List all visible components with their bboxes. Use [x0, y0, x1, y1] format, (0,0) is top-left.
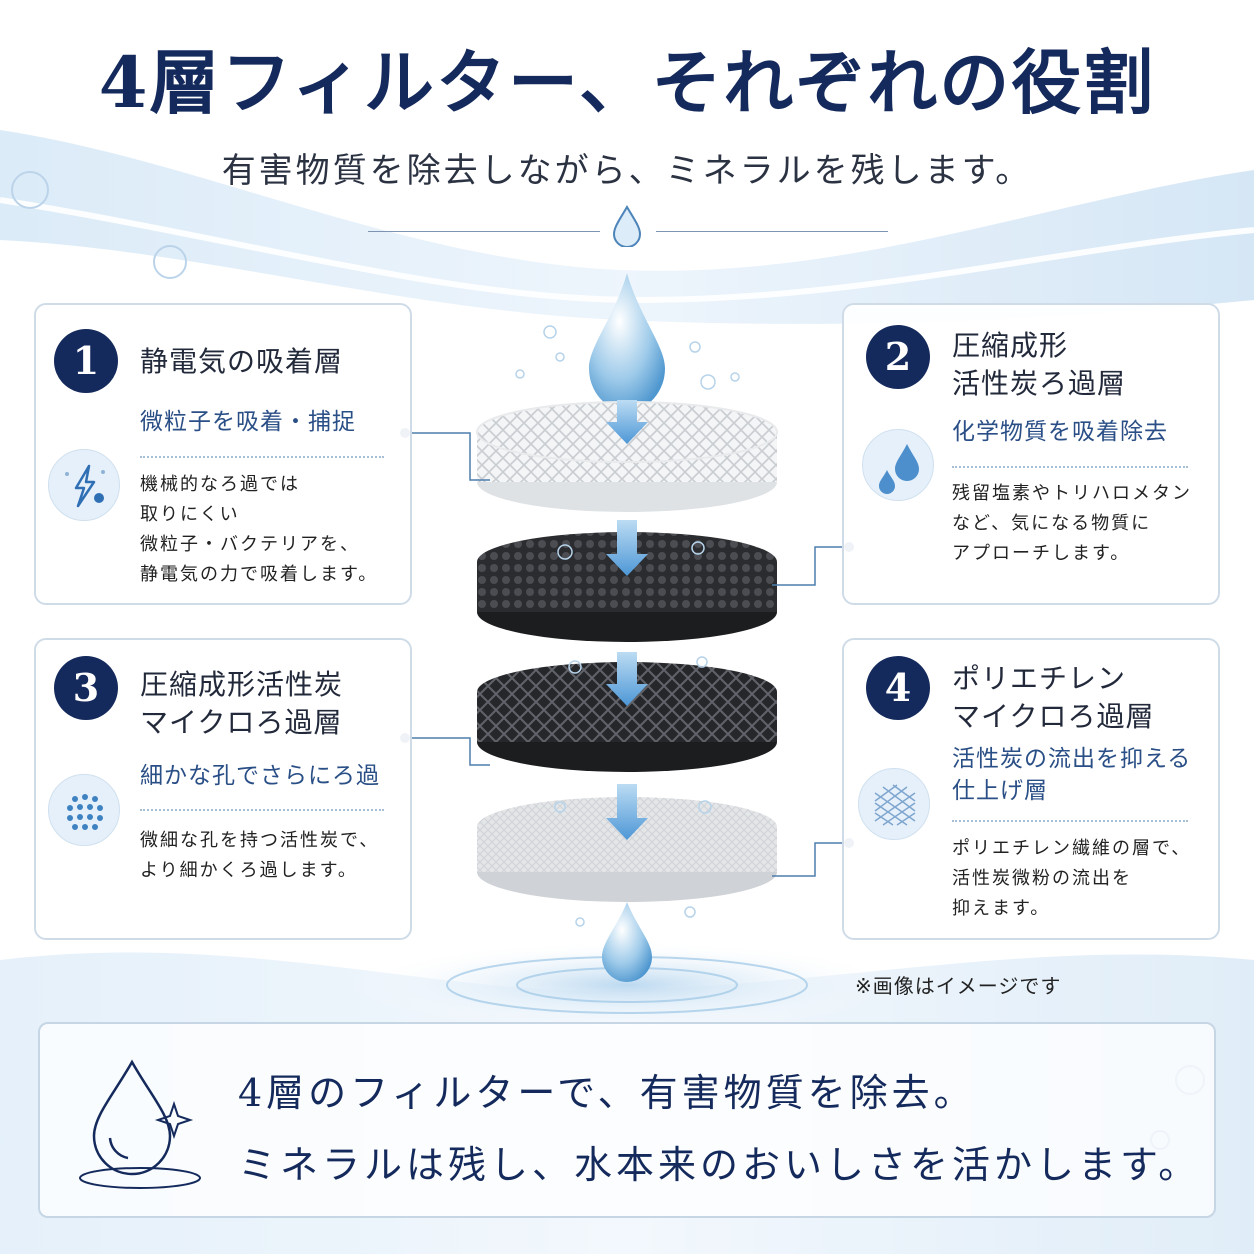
description-line: 取りにくい	[140, 504, 240, 525]
layer-number-badge: 4	[866, 656, 930, 720]
filter-stack-illustration	[476, 273, 778, 982]
layer-number-badge: 3	[54, 656, 118, 720]
title-line: 活性炭ろ過層	[952, 367, 1127, 400]
subtitle-line: 活性炭の流出を抑える	[952, 746, 1192, 772]
layer-number-badge: 2	[866, 325, 930, 389]
layer-description: ポリエチレン繊維の層で、 活性炭微粉の流出を 抑えます。	[952, 834, 1191, 924]
water-drops-icon	[862, 429, 934, 501]
subtitle-line: 仕上げ層	[952, 778, 1048, 804]
layer-description: 残留塩素やトリハロメタン など、気になる物質に アプローチします。	[952, 479, 1192, 569]
water-drop-sparkle-icon	[79, 1059, 201, 1189]
layer-subtitle: 化学物質を吸着除去	[952, 419, 1168, 445]
description-line: 静電気の力で吸着します。	[140, 564, 379, 585]
layer-number-badge: 1	[54, 329, 118, 393]
dotted-divider	[140, 456, 384, 458]
layer-description: 微細な孔を持つ活性炭で、 より細かくろ過します。	[140, 826, 379, 886]
water-drop-icon	[612, 205, 642, 247]
layer-title: 圧縮成形 活性炭ろ過層	[952, 327, 1126, 403]
lightning-icon	[48, 449, 120, 521]
layer-title: ポリエチレン マイクロろ過層	[952, 660, 1154, 736]
page-subtitle: 有害物質を除去しながら、ミネラルを残します。	[221, 151, 1033, 191]
description-line: より細かくろ過します。	[140, 860, 358, 881]
layer-subtitle: 微粒子を吸着・捕捉	[140, 409, 356, 435]
layer-description: 機械的なろ過では 取りにくい 微粒子・バクテリアを、 静電気の力で吸着します。	[140, 470, 378, 590]
layer-subtitle: 細かな孔でさらにろ過	[140, 763, 380, 789]
image-disclaimer-note: ※画像はイメージです	[855, 974, 1062, 998]
divider-left	[368, 231, 600, 232]
description-line: 機械的なろ過では	[140, 474, 300, 495]
layer-subtitle: 活性炭の流出を抑える 仕上げ層	[952, 743, 1191, 807]
micro-pores-icon	[48, 774, 120, 846]
layer-card-4: 4 ポリエチレン マイクロろ過層 活性炭の流出を抑える 仕上げ層 ポリエチレン繊…	[842, 638, 1220, 940]
title-line: マイクロろ過層	[140, 706, 343, 739]
layer-card-1: 1 静電気の吸着層 微粒子を吸着・捕捉 機械的なろ過では 取りにくい 微粒子・バ…	[34, 303, 412, 605]
summary-box: 4層のフィルターで、有害物質を除去。 ミネラルは残し、水本来のおいしさを活かしま…	[38, 1022, 1216, 1218]
summary-line-1: 4層のフィルターで、有害物質を除去。	[238, 1071, 976, 1115]
summary-line-2: ミネラルは残し、水本来のおいしさを活かします。	[238, 1143, 1201, 1187]
description-line: 残留塩素やトリハロメタン	[952, 483, 1192, 504]
title-line: ポリエチレン	[952, 662, 1127, 695]
layer-title: 静電気の吸着層	[140, 345, 344, 378]
layer-title: 圧縮成形活性炭 マイクロろ過層	[140, 666, 343, 742]
description-line: ポリエチレン繊維の層で、	[952, 838, 1192, 859]
divider-right	[656, 231, 888, 232]
dotted-divider	[952, 466, 1188, 468]
description-line: 微粒子・バクテリアを、	[140, 534, 360, 555]
fiber-mesh-icon	[858, 768, 930, 840]
description-line: 微細な孔を持つ活性炭で、	[140, 830, 380, 851]
description-line: 活性炭微粉の流出を	[952, 868, 1132, 889]
description-line: など、気になる物質に	[952, 513, 1152, 534]
layer-card-2: 2 圧縮成形 活性炭ろ過層 化学物質を吸着除去 残留塩素やトリハロメタン など、…	[842, 303, 1220, 605]
dotted-divider	[140, 809, 384, 811]
description-line: アプローチします。	[952, 543, 1131, 564]
page-title: 4層フィルター、それぞれの役割	[98, 41, 1156, 124]
title-line: 圧縮成形	[952, 329, 1069, 362]
title-line: マイクロろ過層	[952, 700, 1155, 733]
layer-card-3: 3 圧縮成形活性炭 マイクロろ過層 細かな孔でさらにろ過 微細な孔を持つ活性炭で…	[34, 638, 412, 940]
title-line: 圧縮成形活性炭	[140, 668, 344, 701]
dotted-divider	[952, 820, 1188, 822]
description-line: 抑えます。	[952, 898, 1051, 919]
